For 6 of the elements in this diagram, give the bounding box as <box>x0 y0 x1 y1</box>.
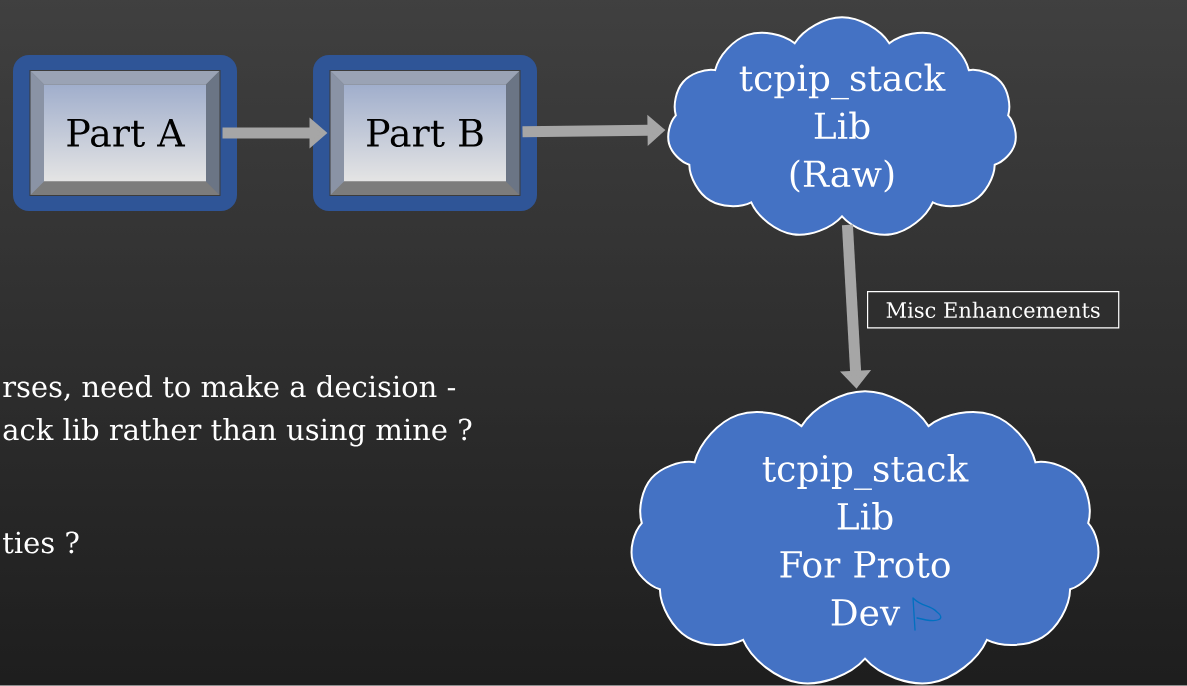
edge-label: Misc Enhancements <box>867 291 1120 329</box>
body-text: ack lib rather than using mine ? <box>3 417 472 447</box>
bevel-box: Part B <box>313 55 537 211</box>
body-text: rses, need to make a decision - <box>3 374 456 401</box>
bevel-box: Part A <box>13 55 237 211</box>
body-text: ties ? <box>3 531 79 554</box>
